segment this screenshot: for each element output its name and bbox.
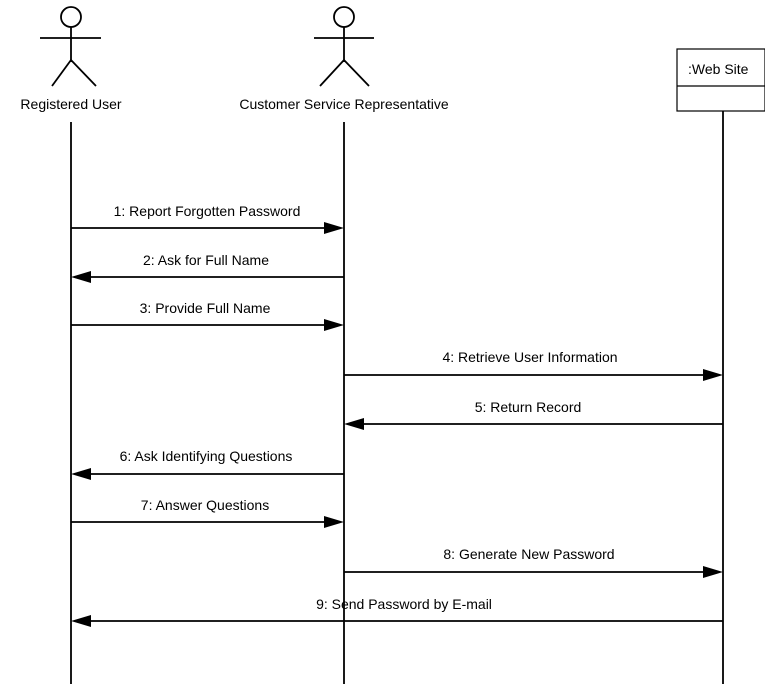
arrowhead-icon bbox=[344, 418, 364, 430]
message-1: 1: Report Forgotten Password bbox=[71, 203, 344, 234]
message-label: 2: Ask for Full Name bbox=[143, 252, 269, 268]
participant-label-customer-service-representative: Customer Service Representative bbox=[239, 96, 449, 112]
arrowhead-icon bbox=[324, 516, 344, 528]
actor-registered-user: Registered User bbox=[20, 6, 122, 112]
object-box bbox=[676, 48, 765, 112]
participant-label-registered-user: Registered User bbox=[20, 96, 121, 112]
arrowhead-icon bbox=[71, 271, 91, 283]
message-label: 6: Ask Identifying Questions bbox=[120, 448, 293, 464]
stick-figure-icon bbox=[40, 6, 101, 87]
arrowhead-icon bbox=[324, 319, 344, 331]
message-5: 5: Return Record bbox=[344, 399, 723, 430]
message-2: 2: Ask for Full Name bbox=[71, 252, 344, 283]
arrowhead-icon bbox=[71, 615, 91, 627]
message-6: 6: Ask Identifying Questions bbox=[71, 448, 344, 480]
message-label: 3: Provide Full Name bbox=[140, 300, 271, 316]
message-7: 7: Answer Questions bbox=[71, 497, 344, 528]
message-9: 9: Send Password by E-mail bbox=[71, 596, 723, 627]
participant-label-web-site: :Web Site bbox=[688, 61, 749, 77]
message-label: 9: Send Password by E-mail bbox=[316, 596, 492, 612]
arrowhead-icon bbox=[703, 369, 723, 381]
actor-customer-service-representative: Customer Service Representative bbox=[239, 6, 449, 112]
arrowhead-icon bbox=[71, 468, 91, 480]
stick-figure-icon bbox=[314, 6, 374, 87]
arrowhead-icon bbox=[324, 222, 344, 234]
arrowhead-icon bbox=[703, 566, 723, 578]
object-web-site: :Web Site bbox=[676, 48, 765, 112]
message-list: 1: Report Forgotten Password 2: Ask for … bbox=[71, 203, 723, 627]
message-4: 4: Retrieve User Information bbox=[344, 349, 723, 381]
message-label: 4: Retrieve User Information bbox=[442, 349, 617, 365]
message-label: 1: Report Forgotten Password bbox=[114, 203, 301, 219]
message-label: 8: Generate New Password bbox=[443, 546, 614, 562]
message-8: 8: Generate New Password bbox=[344, 546, 723, 578]
message-label: 7: Answer Questions bbox=[141, 497, 269, 513]
message-3: 3: Provide Full Name bbox=[71, 300, 344, 331]
message-label: 5: Return Record bbox=[475, 399, 582, 415]
